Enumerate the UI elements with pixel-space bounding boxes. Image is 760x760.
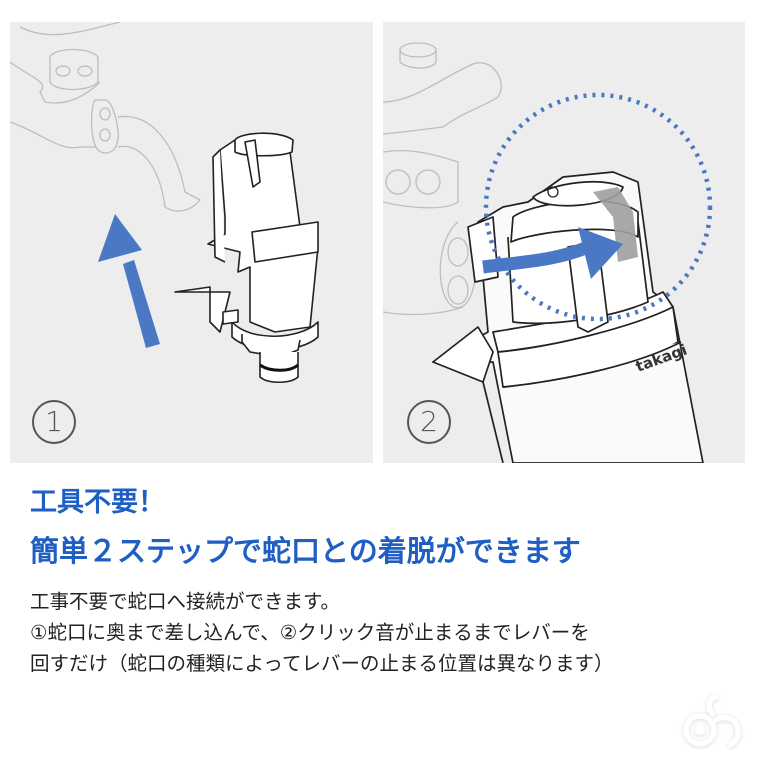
description-line-2: ①蛇口に奥まで差し込んで、②クリック音が止まるまでレバーを bbox=[30, 621, 590, 644]
step-2-panel: takagi 2 bbox=[383, 22, 745, 463]
description-line-3: 回すだけ（蛇口の種類によってレバーの止まる位置は異なります） bbox=[30, 652, 614, 675]
step-1-panel: 1 bbox=[10, 22, 373, 463]
lever-rotate-illustration: takagi bbox=[383, 42, 713, 463]
brand-logo-icon bbox=[683, 693, 741, 749]
description-line-1: 工事不要で蛇口へ接続ができます。 bbox=[30, 590, 341, 613]
arrow-up-icon bbox=[98, 214, 160, 348]
description-text: 工事不要で蛇口へ接続ができます。 ①蛇口に奥まで差し込んで、②クリック音が止まる… bbox=[30, 586, 613, 679]
rotate-arrow-icon bbox=[482, 227, 623, 279]
headline-no-tools: 工具不要！ bbox=[30, 487, 165, 518]
faucet-insert-illustration bbox=[10, 22, 319, 384]
step-2-number: 2 bbox=[407, 400, 451, 444]
headline-two-steps: 簡単２ステップで蛇口との着脱ができます bbox=[30, 534, 581, 568]
step-1-number: 1 bbox=[32, 400, 76, 444]
